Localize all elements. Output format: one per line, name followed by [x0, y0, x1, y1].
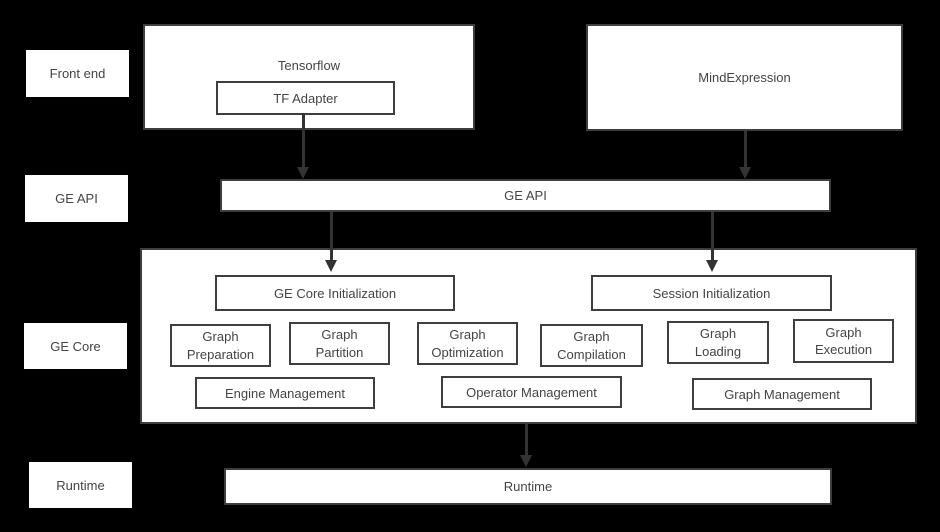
engine-management-box: Engine Management — [195, 377, 375, 409]
stage-label-line: Graph — [825, 324, 862, 340]
arrow-ge-core-to-runtime — [520, 424, 533, 467]
ge-core-container: GE Core Initialization Session Initializ… — [140, 248, 917, 424]
stage-label-line: Optimization — [431, 344, 504, 360]
stage-label-line: Graph — [449, 327, 486, 343]
row-label-ge-api: GE API — [25, 175, 128, 222]
graph-management-box: Graph Management — [692, 378, 872, 410]
arrow-shaft — [330, 212, 333, 260]
stage-graph-loading-box: Graph Loading — [667, 321, 769, 364]
arrow-head-icon — [297, 167, 309, 179]
stage-label-line: Preparation — [186, 346, 255, 362]
stage-label-line: Loading — [694, 343, 742, 359]
session-initialization-box: Session Initialization — [591, 275, 832, 311]
stage-label-line: Compilation — [557, 346, 626, 362]
arrow-shaft — [525, 424, 528, 455]
stage-label-line: Graph — [321, 327, 358, 343]
arrow-shaft — [711, 212, 714, 260]
mindexpression-box: MindExpression — [586, 24, 903, 131]
stage-graph-optimization-box: Graph Optimization — [417, 322, 518, 365]
row-label-runtime: Runtime — [29, 462, 132, 508]
row-label-front-end: Front end — [26, 50, 129, 97]
ge-api-bar: GE API — [220, 179, 831, 212]
stage-graph-preparation-box: Graph Preparation — [170, 324, 271, 367]
arrow-mindexpression-to-ge-api — [739, 131, 752, 179]
arrow-ge-api-to-session-initialization — [706, 212, 719, 272]
runtime-bar: Runtime — [224, 468, 832, 505]
tensorflow-box: Tensorflow TF Adapter — [143, 24, 475, 130]
arrow-tf-adapter-to-ge-api — [297, 113, 310, 179]
arrow-shaft — [744, 131, 747, 167]
arrow-ge-api-to-ge-core-initialization — [325, 212, 338, 272]
stage-label-line: Graph — [699, 326, 737, 342]
arrow-head-icon — [706, 260, 718, 272]
arrow-shaft — [302, 113, 305, 167]
stage-label-line: Graph — [573, 329, 610, 345]
arrow-head-icon — [739, 167, 751, 179]
stage-graph-compilation-box: Graph Compilation — [540, 324, 643, 367]
stage-graph-partition-box: Graph Partition — [289, 322, 390, 365]
operator-management-box: Operator Management — [441, 376, 622, 408]
stage-label-line: Graph — [202, 329, 239, 345]
tensorflow-label: Tensorflow — [277, 58, 341, 73]
stage-label-line: Partition — [315, 344, 364, 360]
stage-label-line: Execution — [814, 342, 873, 357]
arrow-head-icon — [520, 455, 532, 467]
row-label-ge-core: GE Core — [24, 323, 127, 369]
ge-core-initialization-box: GE Core Initialization — [215, 275, 455, 311]
stage-graph-execution-box: Graph Execution — [793, 319, 894, 363]
arrow-head-icon — [325, 260, 337, 272]
tf-adapter-box: TF Adapter — [216, 81, 395, 115]
